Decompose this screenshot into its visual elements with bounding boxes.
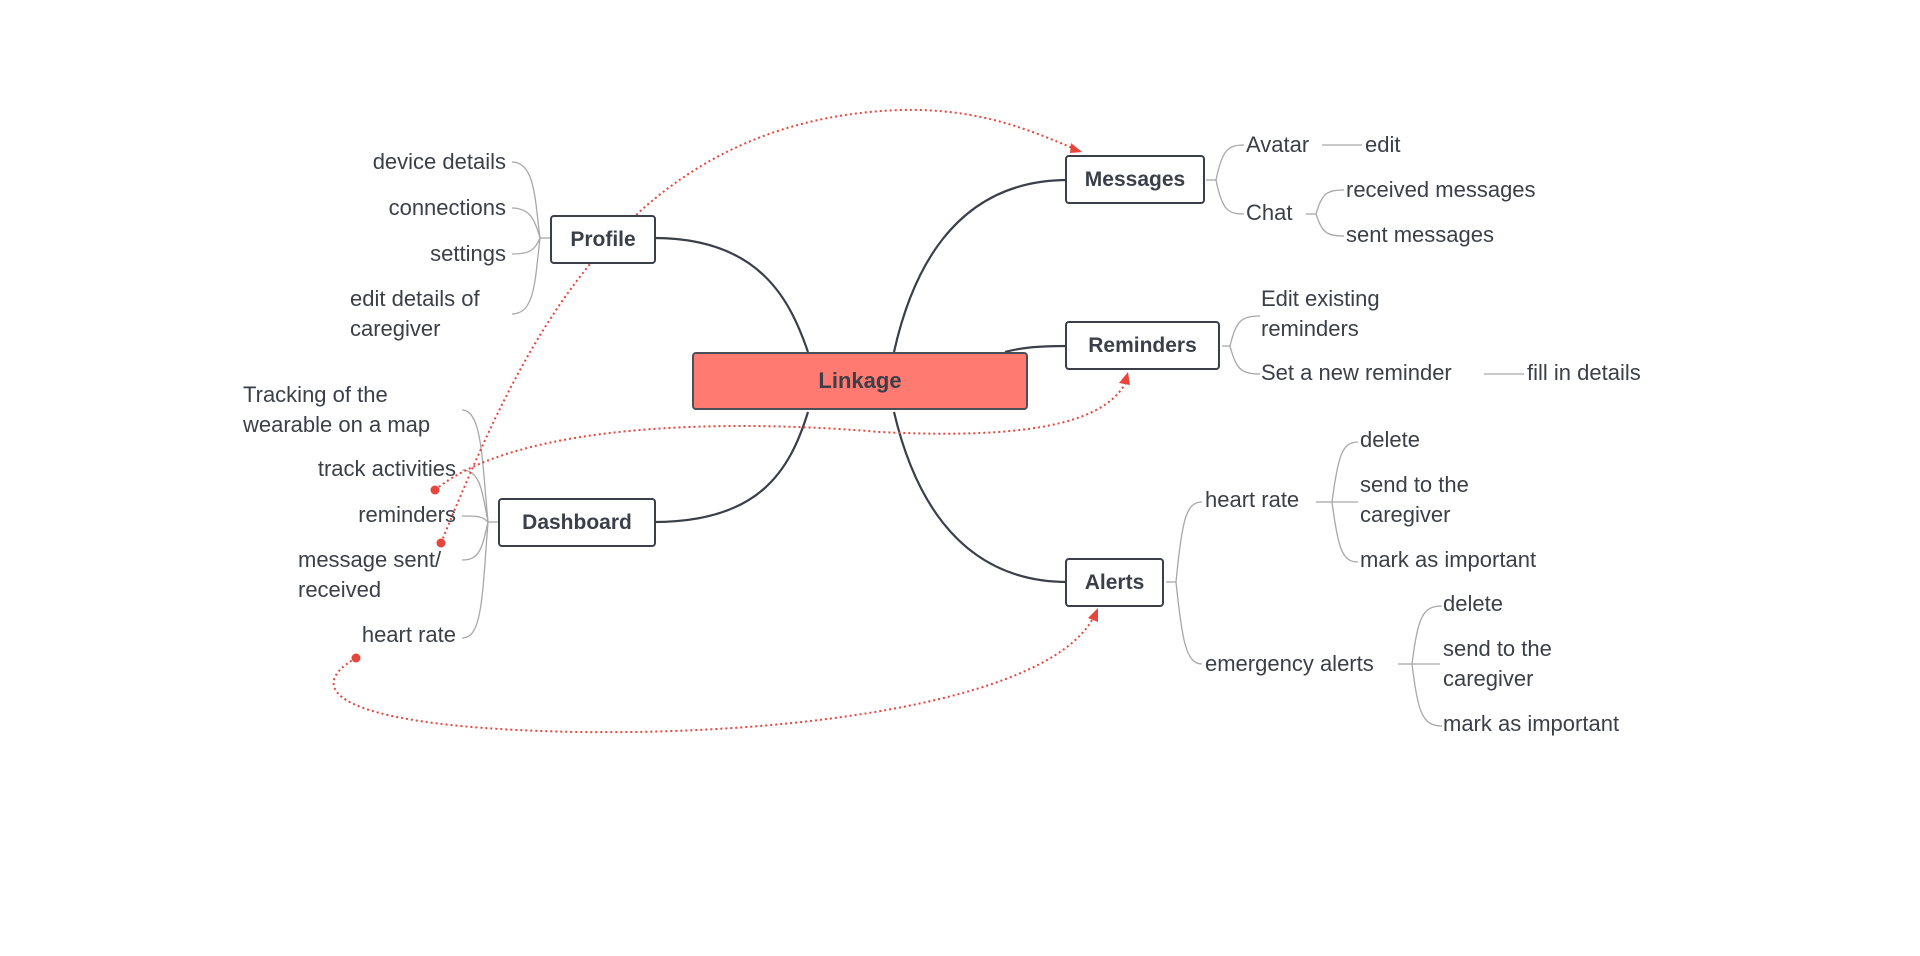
relation-arrow-alerts	[1088, 608, 1098, 622]
alerts-emergency-send[interactable]: send to the caregiver	[1443, 636, 1552, 691]
messages-item-sent[interactable]: sent messages	[1346, 222, 1494, 247]
topic-reminders[interactable]: Reminders	[1065, 321, 1220, 370]
alerts-item-emergency[interactable]: emergency alerts	[1205, 651, 1374, 676]
dashboard-item-tracking-map[interactable]: Tracking of the wearable on a map	[243, 382, 431, 437]
messages-item-chat[interactable]: Chat	[1246, 200, 1293, 225]
messages-item-avatar-edit[interactable]: edit	[1365, 132, 1401, 157]
reminders-item-set-new[interactable]: Set a new reminder	[1261, 360, 1452, 385]
relation-dot-track	[430, 485, 440, 495]
branch-reminders	[1004, 344, 1069, 354]
dashboard-item-track-activities[interactable]: track activities	[317, 456, 456, 481]
reminders-item-edit-existing[interactable]: Edit existing reminders	[1261, 286, 1380, 341]
alerts-emergency-important[interactable]: mark as important	[1443, 711, 1620, 736]
messages-item-received[interactable]: received messages	[1346, 177, 1536, 202]
relation-track-to-reminders	[434, 377, 1129, 491]
alerts-heart-rate-send[interactable]: send to the caregiver	[1360, 472, 1469, 527]
branch-profile	[653, 236, 810, 353]
alerts-item-heart-rate[interactable]: heart rate	[1205, 487, 1300, 512]
relation-dot-message	[436, 538, 446, 548]
alerts-heart-rate-delete[interactable]: delete	[1360, 427, 1420, 452]
relation-message-to-messages	[440, 108, 1083, 544]
topic-profile[interactable]: Profile	[550, 215, 656, 264]
dashboard-item-heart-rate[interactable]: heart rate	[361, 622, 456, 647]
topic-messages[interactable]: Messages	[1065, 155, 1205, 204]
profile-item-device-details[interactable]: device details	[372, 149, 506, 174]
reminders-item-fill-details[interactable]: fill in details	[1527, 360, 1641, 385]
relation-heartrate-to-alerts	[332, 611, 1097, 734]
topic-dashboard[interactable]: Dashboard	[498, 498, 656, 547]
alerts-heart-rate-important[interactable]: mark as important	[1360, 547, 1537, 572]
branch-messages	[892, 178, 1069, 353]
profile-item-connections[interactable]: connections	[388, 195, 506, 220]
alerts-emergency-delete[interactable]: delete	[1443, 591, 1503, 616]
profile-item-edit-caregiver[interactable]: edit details of caregiver	[350, 286, 480, 341]
topic-alerts[interactable]: Alerts	[1065, 558, 1164, 607]
relation-dot-heartrate	[351, 653, 361, 663]
relation-arrow-reminders	[1119, 372, 1130, 385]
messages-item-avatar[interactable]: Avatar	[1246, 132, 1310, 157]
central-topic[interactable]: Linkage	[692, 352, 1028, 410]
dashboard-item-reminders[interactable]: reminders	[358, 502, 456, 527]
relation-arrow-messages	[1070, 143, 1082, 153]
branch-alerts	[892, 411, 1069, 584]
branch-dashboard	[653, 411, 810, 524]
profile-item-settings[interactable]: settings	[430, 241, 506, 266]
dashboard-item-message-sent[interactable]: message sent/ received	[298, 547, 442, 602]
